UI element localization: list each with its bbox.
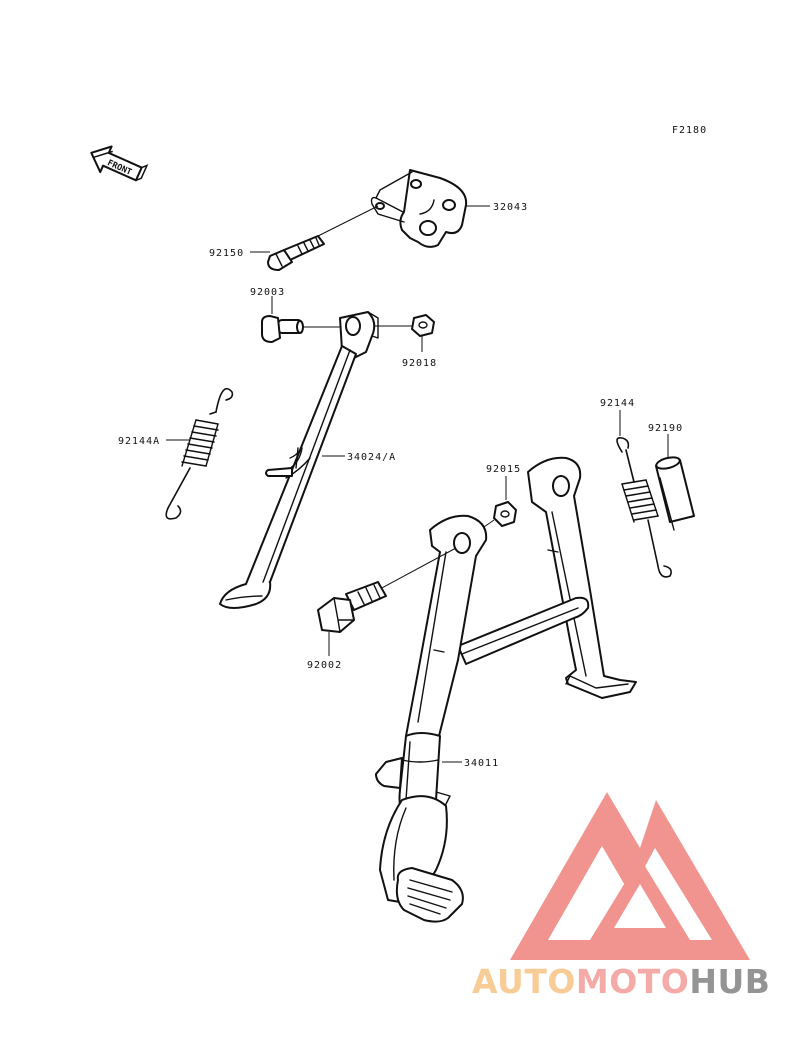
logo-word: AUTOMOTOHUB [472, 962, 770, 1001]
callout-92002: 92002 [307, 660, 342, 671]
front-arrow-icon: FRONT [90, 145, 149, 182]
part-34024A-side-stand [219, 311, 379, 609]
part-92015-nut [493, 501, 517, 527]
callout-92003: 92003 [250, 287, 285, 298]
part-32043-bracket [370, 169, 468, 248]
part-92018-nut [411, 314, 435, 337]
part-92190-collar [655, 456, 695, 531]
logo-auto: AUTO [472, 962, 576, 1001]
automotohub-logo: AUTOMOTOHUB [472, 792, 770, 1001]
part-92150-bolt [267, 205, 379, 271]
callout-92190: 92190 [648, 423, 683, 434]
callout-92015: 92015 [486, 464, 521, 475]
part-92144-spring [616, 436, 672, 578]
part-92002-bolt [317, 547, 457, 633]
callout-92018: 92018 [402, 358, 437, 369]
callout-92144: 92144 [600, 398, 635, 409]
callout-92150: 92150 [209, 248, 244, 259]
callout-32043: 32043 [493, 202, 528, 213]
part-92003-pin [261, 315, 304, 343]
logo-hub: HUB [689, 962, 770, 1001]
logo-mark-icon [510, 792, 750, 960]
callout-34024A: 34024/A [347, 452, 396, 463]
part-34011-center-stand [375, 456, 637, 923]
callout-34011: 34011 [464, 758, 499, 769]
figure-code: F2180 [672, 125, 707, 136]
callout-92144A: 92144A [118, 436, 160, 447]
logo-moto: MOTO [576, 962, 689, 1001]
part-92144A-spring [165, 387, 234, 520]
